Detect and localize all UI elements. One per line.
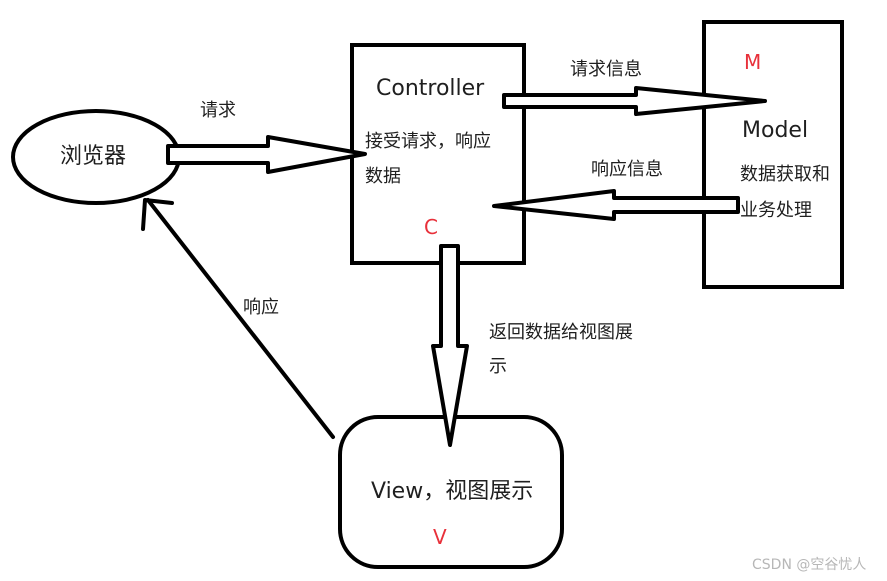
watermark: CSDN @空谷忧人 <box>752 557 867 573</box>
controller-title: Controller <box>376 76 485 101</box>
model-title: Model <box>742 118 809 143</box>
view-title: View，视图展示 <box>371 479 534 504</box>
controller-letter: C <box>424 215 438 239</box>
arrow-view-to-browser-line <box>146 198 335 439</box>
arrow-controller-to-model <box>502 86 767 116</box>
arrow-view-to-browser-head <box>141 198 174 231</box>
response-info-label: 响应信息 <box>591 159 663 180</box>
controller-desc-line1: 接受请求，响应 <box>365 131 491 152</box>
arrow-controller-to-view <box>431 244 469 447</box>
model-desc-line2: 业务处理 <box>740 200 812 221</box>
browser-label: 浏览器 <box>60 144 127 169</box>
return-data-label-line2: 示 <box>489 356 507 377</box>
model-desc-line1: 数据获取和 <box>740 164 830 185</box>
response-label: 响应 <box>243 297 279 318</box>
model-node-shape[interactable] <box>702 20 844 289</box>
arrow-browser-to-controller <box>166 135 367 174</box>
request-info-label: 请求信息 <box>570 59 642 80</box>
request-label: 请求 <box>200 100 236 121</box>
controller-desc-line2: 数据 <box>365 166 401 187</box>
view-letter: V <box>433 525 447 549</box>
model-letter: M <box>744 50 762 74</box>
arrow-model-to-controller <box>492 189 740 221</box>
return-data-label-line1: 返回数据给视图展 <box>489 322 633 343</box>
